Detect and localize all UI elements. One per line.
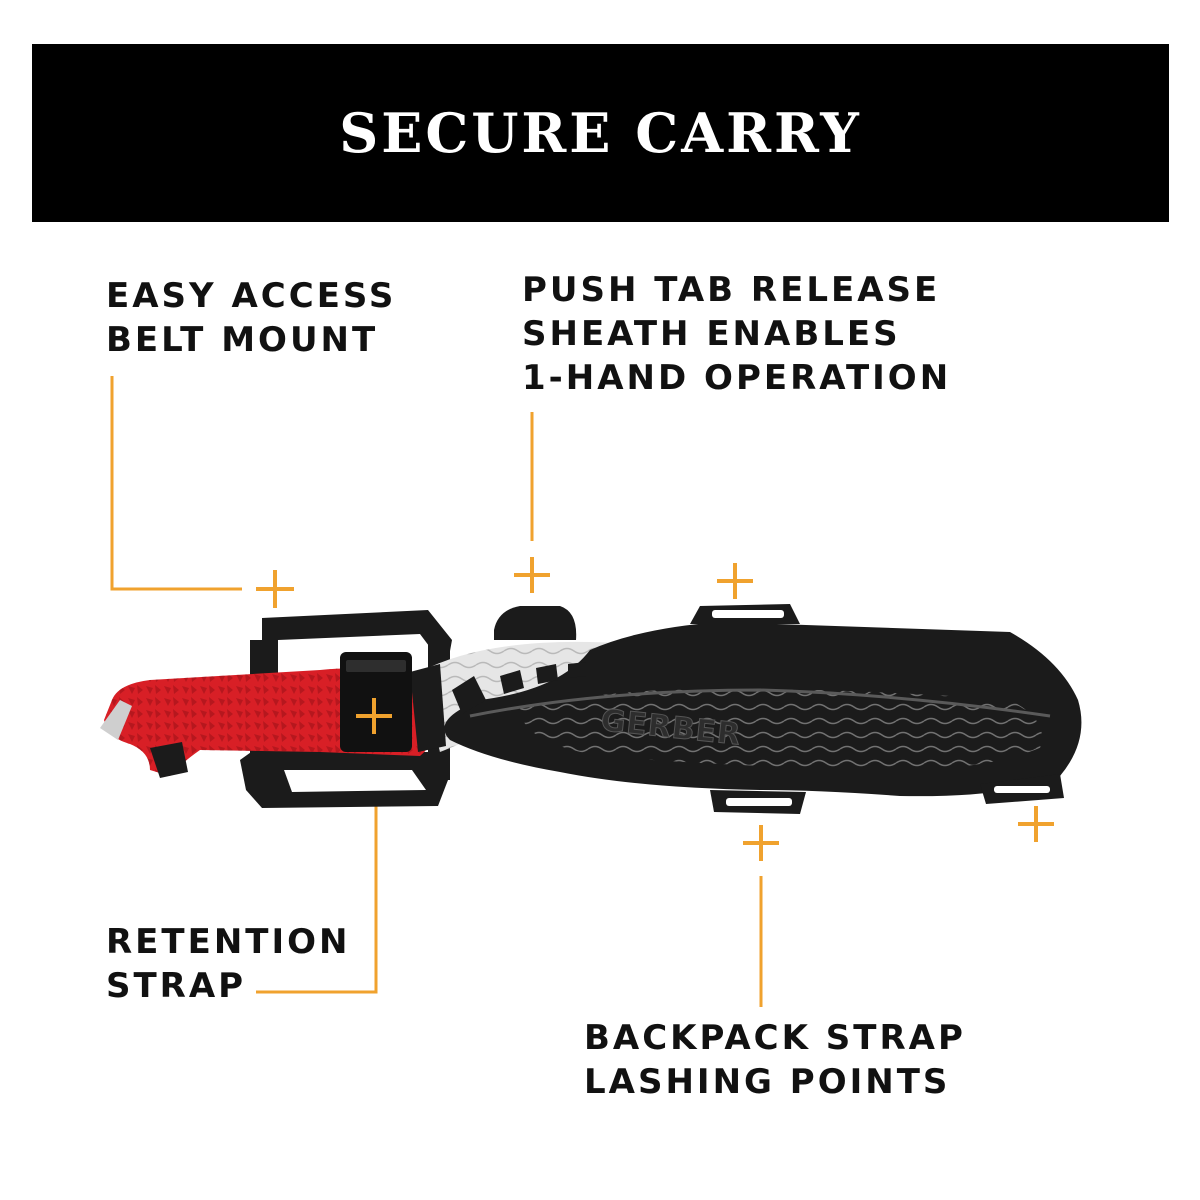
sheath-inner-panel bbox=[520, 688, 1042, 771]
blade-cutouts bbox=[452, 662, 608, 714]
callout-lashing-line-1: BACKPACK STRAP bbox=[584, 1018, 966, 1058]
leader-belt-mount bbox=[110, 376, 242, 591]
plus-marker-icon bbox=[356, 698, 392, 734]
handle-finger-guard bbox=[150, 742, 188, 778]
callout-push-tab-line-3: 1-HAND OPERATION bbox=[522, 358, 952, 398]
leader-retention bbox=[256, 742, 378, 994]
push-tab bbox=[494, 606, 577, 640]
callout-retention-line-2: STRAP bbox=[106, 966, 247, 1006]
plus-markers bbox=[256, 557, 1054, 861]
handle-guard bbox=[410, 664, 446, 752]
callout-push-tab-line-1: PUSH TAB RELEASE bbox=[522, 270, 941, 310]
handle-pommel bbox=[100, 700, 132, 740]
leader-lines bbox=[110, 376, 763, 1007]
callout-belt-mount-line-2: BELT MOUNT bbox=[106, 320, 379, 360]
plus-marker-icon bbox=[256, 570, 294, 608]
callout-retention-line-1: RETENTION bbox=[106, 922, 351, 962]
sheath-edge-highlight bbox=[469, 688, 1051, 718]
callout-lashing-points: BACKPACK STRAP LASHING POINTS bbox=[584, 1016, 966, 1104]
plus-marker-icon bbox=[717, 563, 753, 599]
callout-retention-strap: RETENTION STRAP bbox=[106, 920, 350, 1008]
plus-marker-icon bbox=[743, 825, 779, 861]
banner-title: SECURE CARRY bbox=[339, 101, 862, 165]
plus-marker-icon bbox=[514, 557, 550, 593]
callout-belt-mount-line-1: EASY ACCESS bbox=[106, 276, 397, 316]
header-banner: SECURE CARRY bbox=[32, 44, 1169, 222]
callout-belt-mount: EASY ACCESS BELT MOUNT bbox=[106, 274, 396, 362]
callout-push-tab-line-2: SHEATH ENABLES bbox=[522, 314, 901, 354]
callout-lashing-line-2: LASHING POINTS bbox=[584, 1062, 951, 1102]
lashing-slots bbox=[712, 610, 1050, 806]
retention-strap-edge bbox=[346, 660, 406, 672]
plus-marker-icon bbox=[1018, 806, 1054, 842]
callout-push-tab: PUSH TAB RELEASE SHEATH ENABLES 1-HAND O… bbox=[522, 268, 951, 400]
